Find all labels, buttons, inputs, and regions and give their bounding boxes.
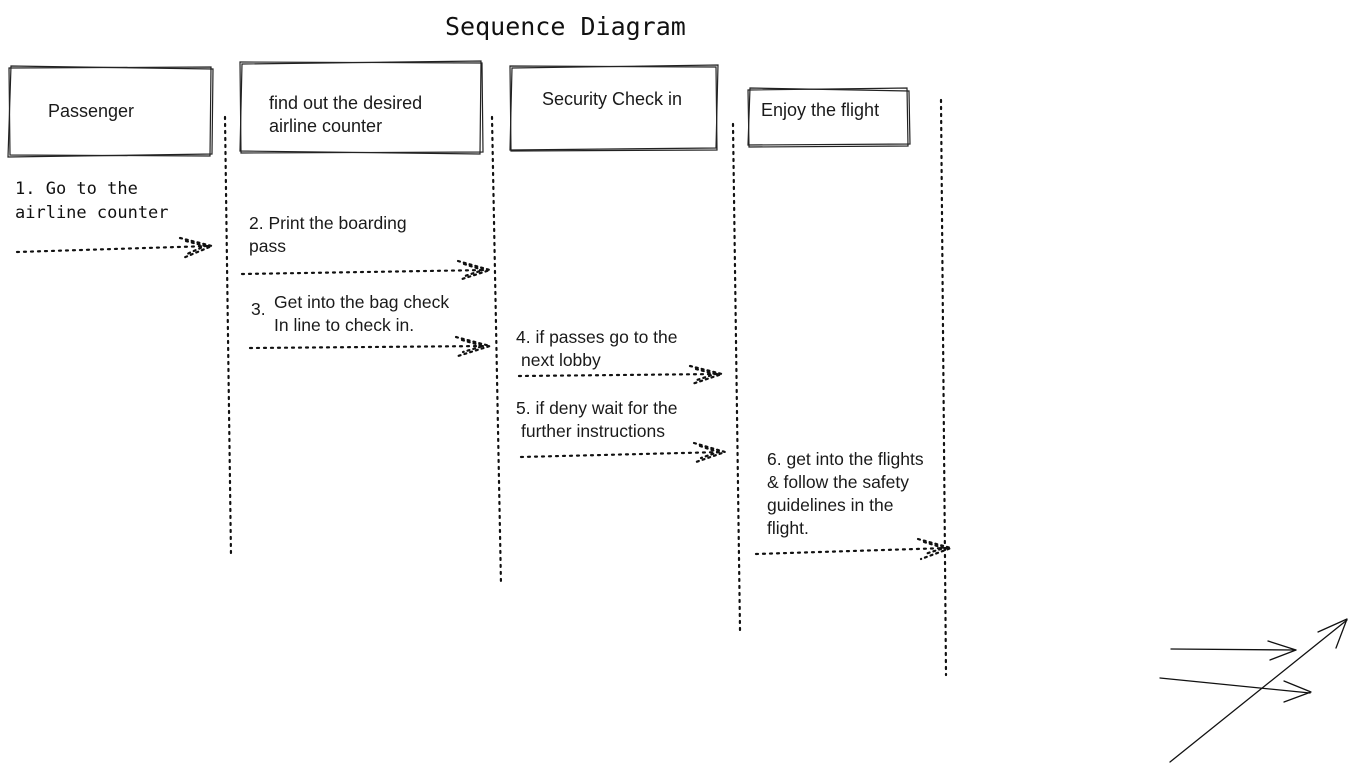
- message-label-line: In line to check in.: [274, 315, 415, 335]
- message-label-2: 2. Print the boarding pass: [249, 212, 407, 258]
- message-label-line: next lobby: [521, 350, 601, 370]
- message-label-line: pass: [249, 236, 286, 256]
- message-arrow-3: [248, 335, 492, 358]
- participant-label-airline-counter: find out the desired airline counter: [269, 92, 422, 138]
- message-label-line: further instructions: [521, 421, 665, 441]
- message-label-line: 1. Go to the: [15, 179, 138, 199]
- message-label-5: 5. if deny wait for the further instruct…: [516, 397, 677, 443]
- message-label-line: 6. get into the flights: [767, 449, 924, 469]
- lifeline-4: [939, 98, 948, 677]
- message-label-line: guidelines in the: [767, 495, 894, 515]
- participant-label-flight: Enjoy the flight: [761, 100, 880, 120]
- message-arrow-1: [15, 236, 214, 260]
- message-label-4: 4. if passes go to the next lobby: [516, 326, 678, 372]
- participant-label-line: airline counter: [269, 116, 383, 136]
- message-arrow-6: [754, 537, 953, 561]
- message-label-1: 1. Go to the airline counter: [15, 177, 169, 225]
- message-label-line: 4. if passes go to the: [516, 327, 678, 347]
- message-label-line: 5. if deny wait for the: [516, 398, 678, 418]
- message-label-line: 2. Print the boarding: [249, 213, 407, 233]
- lifeline-2: [490, 115, 503, 587]
- participant-label-security: Security Check in: [542, 89, 683, 109]
- airplane-sketch-icon: [1159, 618, 1348, 763]
- diagram-title: Sequence Diagram: [445, 12, 686, 41]
- message-label-line: Get into the bag check: [274, 292, 450, 312]
- message-number-3: 3.: [251, 299, 266, 319]
- message-label-6: 6. get into the flights & follow the saf…: [767, 448, 924, 540]
- message-label-line: airline counter: [15, 203, 169, 223]
- message-label-3: Get into the bag check In line to check …: [274, 291, 449, 337]
- message-arrow-2: [240, 259, 492, 282]
- message-label-line: flight.: [767, 518, 809, 538]
- message-arrow-5: [519, 441, 727, 464]
- lifeline-3: [731, 122, 742, 632]
- participant-label-line: find out the desired: [269, 93, 423, 113]
- message-label-line: & follow the safety: [767, 472, 910, 492]
- participant-label-passenger: Passenger: [48, 101, 135, 121]
- lifeline-1: [223, 115, 233, 558]
